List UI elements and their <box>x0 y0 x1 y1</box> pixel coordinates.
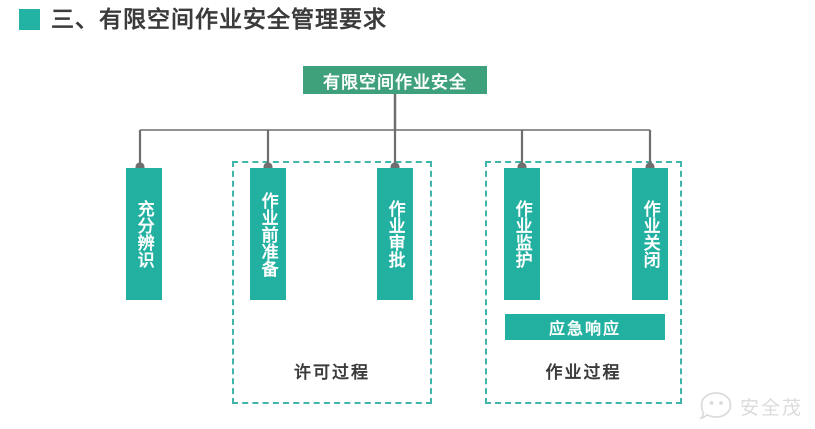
node-pre-work-preparation[interactable]: 作业前准备 <box>250 168 286 300</box>
node-root[interactable]: 有限空间作业安全 <box>303 66 487 94</box>
node-label: 作业监护 <box>512 200 532 268</box>
node-label: 作业前准备 <box>258 191 278 277</box>
node-full-identification[interactable]: 充分辨识 <box>126 168 162 300</box>
node-work-supervision[interactable]: 作业监护 <box>504 168 540 300</box>
node-label: 作业审批 <box>385 200 405 268</box>
watermark: 安全茂 <box>699 391 803 421</box>
node-label: 作业关闭 <box>640 200 660 268</box>
header-bullet-square <box>19 9 40 30</box>
slide-header: 三、有限空间作业安全管理要求 <box>0 0 815 44</box>
mascot-face-icon <box>699 392 732 420</box>
node-work-approval[interactable]: 作业审批 <box>377 168 413 300</box>
node-label: 充分辨识 <box>134 200 154 268</box>
group-box-permit-process <box>232 161 432 404</box>
node-work-closure[interactable]: 作业关闭 <box>632 168 668 300</box>
group-label-operation-process: 作业过程 <box>545 363 622 382</box>
group-label-permit-process: 许可过程 <box>294 363 370 382</box>
page-title: 三、有限空间作业安全管理要求 <box>51 6 387 32</box>
group-box-operation-process <box>485 161 682 404</box>
watermark-text: 安全茂 <box>739 396 803 419</box>
node-emergency-response[interactable]: 应急响应 <box>505 314 665 340</box>
org-chart-diagram: 有限空间作业安全 充分辨识 作业前准备 作业审批 作业监护 作业关闭 应急响应 … <box>0 44 815 429</box>
